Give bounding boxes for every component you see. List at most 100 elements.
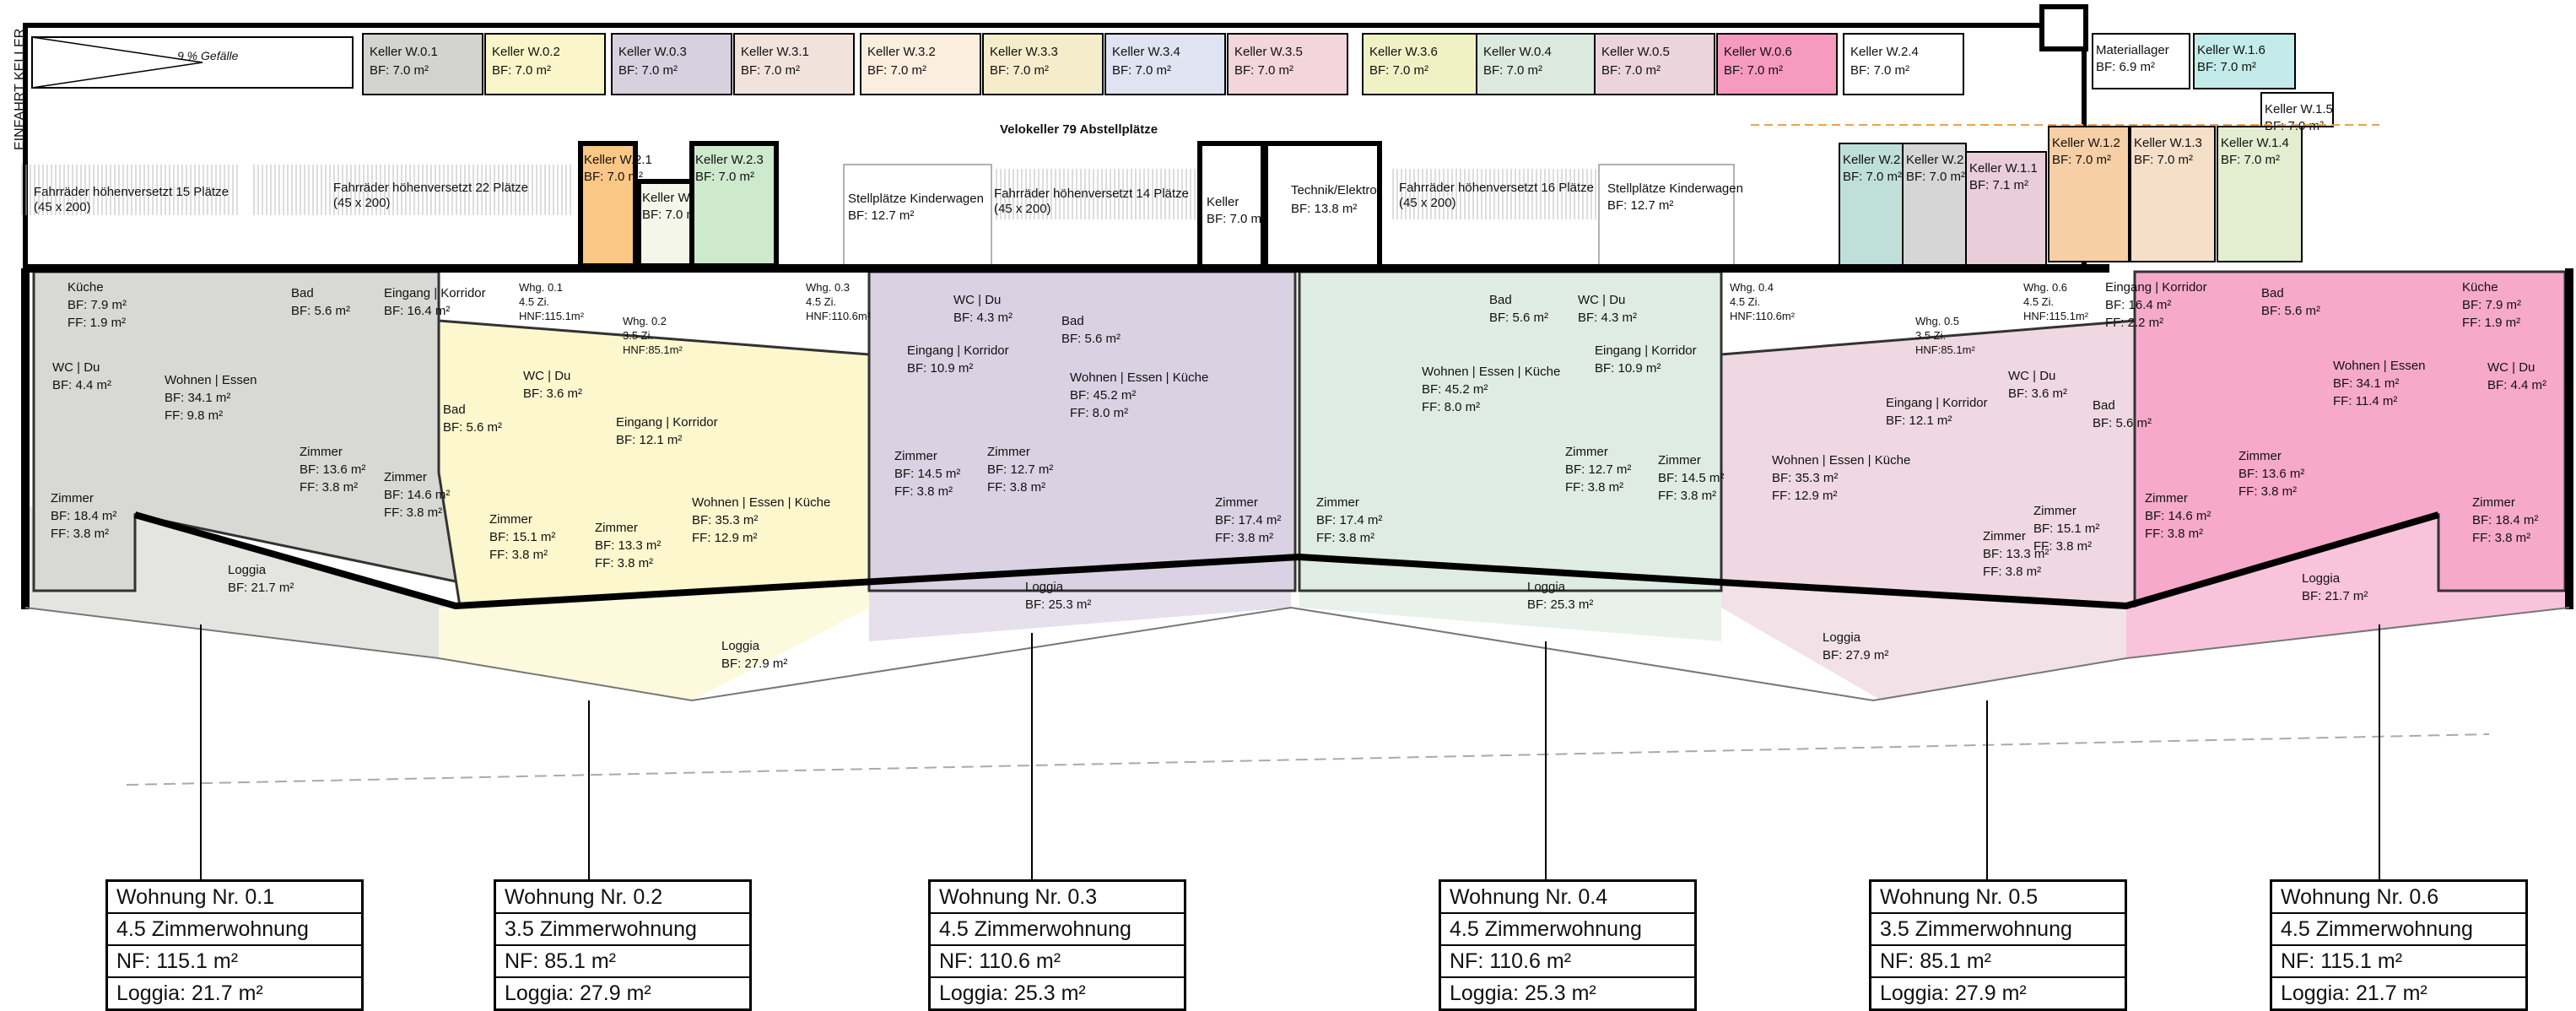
bike-rack-14 <box>996 169 1198 219</box>
room-area: BF: 5.6 m² <box>1489 311 1548 325</box>
apartment-area <box>437 319 871 608</box>
cellar-name: Keller W.1.2 <box>2052 136 2120 150</box>
room-name: Wohnen | Essen | Küche <box>1772 453 1910 468</box>
room-area: BF: 14.6 m² <box>384 488 450 502</box>
cellar-box <box>1104 33 1226 95</box>
cellar-name: Keller W.2.3 <box>695 153 764 167</box>
apartment-box-type: 4.5 Zimmerwohnung <box>931 914 1184 946</box>
room-balcony-area: FF: 12.9 m² <box>692 531 758 545</box>
room-area: BF: 17.4 m² <box>1316 513 1382 527</box>
room-name: Zimmer <box>595 521 638 535</box>
apartment-box-loggia: Loggia: 27.9 m² <box>505 981 651 1005</box>
apartment-tag-name: Whg. 0.1 <box>519 281 563 294</box>
room-name: Loggia <box>1527 580 1566 594</box>
room-name: Eingang | Korridor <box>384 286 486 300</box>
apartment-tag-name: Whg. 0.6 <box>2023 281 2067 294</box>
room-name: Eingang | Korridor <box>1886 396 1988 410</box>
room-area: BF: 12.7 m² <box>1565 462 1631 477</box>
cellar-area: BF: 7.0 m² <box>1483 63 1542 78</box>
loggia-area <box>1721 582 2135 700</box>
cellar-name: Keller W.3.6 <box>1369 45 1438 59</box>
room-area: BF: 27.9 m² <box>721 657 787 671</box>
room-name: Eingang | Korridor <box>907 343 1009 358</box>
room-balcony-area: FF: 8.0 m² <box>1070 406 1128 420</box>
cellar-box <box>2193 33 2296 89</box>
room-name: Loggia <box>1823 630 1861 645</box>
room-area: BF: 5.6 m² <box>1061 332 1121 346</box>
cellar-name: Materiallager <box>2096 43 2169 57</box>
room-balcony-area: FF: 8.0 m² <box>1422 400 1480 414</box>
room-name: Loggia <box>1025 580 1064 594</box>
cellar-area: BF: 7.0 m² <box>1601 63 1661 78</box>
apartment-tag-hnf: HNF:110.6m² <box>806 310 872 322</box>
cellar-name: Keller W.1.3 <box>2134 136 2202 150</box>
loggia-edge <box>24 606 2570 702</box>
apartment-tag-hnf: HNF:115.1m² <box>519 310 585 322</box>
cellar-area: BF: 7.0 m² <box>1112 63 1171 78</box>
apartment-box-nf: NF: 115.1 m² <box>2272 946 2525 978</box>
cellar-area: BF: 7.0 m² <box>2134 153 2193 167</box>
cellar-name: Keller W.0.3 <box>618 45 687 59</box>
apartment-box-loggia: Loggia: 25.3 m² <box>1450 981 1596 1005</box>
apartment-box-nf: NF: 115.1 m² <box>108 946 361 978</box>
room-name: Zimmer <box>987 445 1030 459</box>
cellar-box <box>1902 143 1967 267</box>
room-area: BF: 27.9 m² <box>1823 648 1888 662</box>
room-balcony-area: FF: 3.8 m² <box>2033 539 2092 554</box>
side-label-svg: EINFAHRT KELLER <box>13 29 27 150</box>
room-balcony-area: FF: 3.8 m² <box>894 484 953 499</box>
room-name: Bad <box>1061 314 1084 328</box>
room-name: WC | Du <box>2487 360 2535 375</box>
cellar-area: BF: 7.0 m² <box>1906 170 1965 184</box>
cellar-name: Keller W.1.4 <box>2221 136 2289 150</box>
pram-2-area: BF: 12.7 m² <box>1607 198 1673 213</box>
room-name: Loggia <box>721 639 760 653</box>
cellar-box <box>1843 33 1964 95</box>
pram-1-label: Stellplätze Kinderwagen <box>848 192 984 206</box>
bikes-22-size: (45 x 200) <box>333 196 391 210</box>
room-balcony-area: FF: 3.8 m² <box>1565 480 1623 495</box>
apartment-box-type: 4.5 Zimmerwohnung <box>2272 914 2525 946</box>
room-name: Zimmer <box>1983 529 2026 543</box>
room-name: WC | Du <box>52 360 100 375</box>
cellar-box <box>1965 151 2047 271</box>
room-area: BF: 5.6 m² <box>443 420 502 435</box>
cellar-area: BF: 7.0 m² <box>584 170 643 184</box>
room-name: Eingang | Korridor <box>616 415 718 430</box>
keller-label: Keller <box>1207 195 1239 209</box>
room-area: BF: 4.4 m² <box>2487 378 2546 392</box>
cellar-box <box>689 141 779 268</box>
room-name: Zimmer <box>1658 453 1701 468</box>
cellar-box <box>2130 126 2216 262</box>
ramp-label: 9 % Gefälle <box>177 49 239 62</box>
room-area: BF: 4.4 m² <box>52 378 111 392</box>
apartments <box>32 270 2567 608</box>
bike-rack-22 <box>253 165 574 215</box>
room-name: Zimmer <box>1565 445 1608 459</box>
apartment-tag-rooms: 3.5 Zi. <box>623 329 653 342</box>
room-area: BF: 4.3 m² <box>1578 311 1637 325</box>
apartment-box-loggia: Loggia: 21.7 m² <box>116 981 263 1005</box>
apartment-box-loggia: Loggia: 21.7 m² <box>2281 981 2427 1005</box>
room-area: BF: 10.9 m² <box>1595 361 1661 376</box>
room-balcony-area: FF: 3.8 m² <box>2145 527 2203 541</box>
apartment-box-nf: NF: 110.6 m² <box>1441 946 1694 978</box>
cellar-area: BF: 7.0 m² <box>1843 170 1902 184</box>
room-area: BF: 25.3 m² <box>1527 597 1593 612</box>
cellar-name: Keller W.0.6 <box>1724 45 1792 59</box>
room-name: WC | Du <box>523 369 570 383</box>
cellar-name: Keller W.3.2 <box>867 45 936 59</box>
room-name: Zimmer <box>384 470 427 484</box>
apartment-tag-name: Whg. 0.3 <box>806 281 850 294</box>
apartment-tag-name: Whg. 0.4 <box>1730 281 1774 294</box>
room-balcony-area: FF: 1.9 m² <box>68 316 126 330</box>
room-area: BF: 3.6 m² <box>2008 387 2067 401</box>
cellar-box <box>484 33 606 95</box>
cellar-area: BF: 7.0 m² <box>2265 119 2324 133</box>
